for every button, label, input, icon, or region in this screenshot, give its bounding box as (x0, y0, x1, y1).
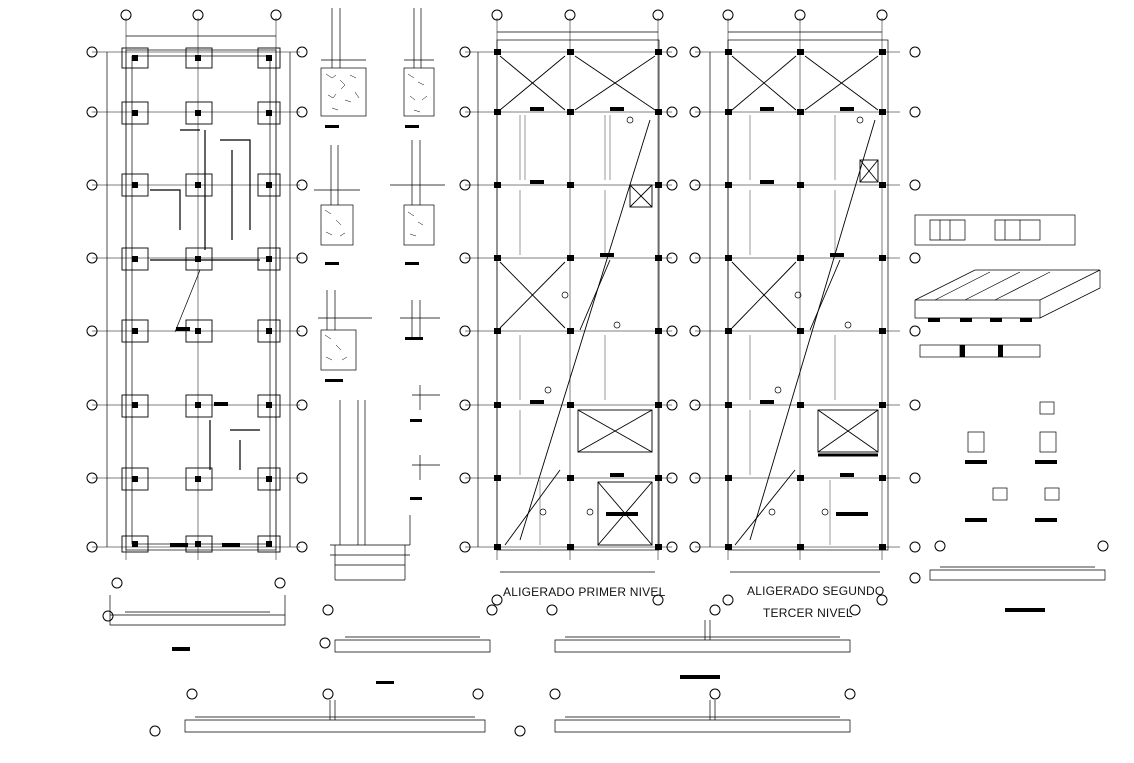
footing-details (314, 8, 445, 581)
foundation-plan (92, 18, 300, 560)
slab-plan-second-floor (695, 18, 900, 573)
beam-elevations (109, 566, 1106, 733)
slab-plan-first-floor (465, 18, 672, 573)
grid-axis-bubbles (86, 9, 1109, 737)
title-third-floor-slab: TERCER NIVEL (763, 606, 853, 620)
iso-details (914, 214, 1101, 612)
title-second-floor-slab: ALIGERADO SEGUNDO (747, 584, 885, 598)
title-first-floor-slab: ALIGERADO PRIMER NIVEL (503, 585, 666, 599)
